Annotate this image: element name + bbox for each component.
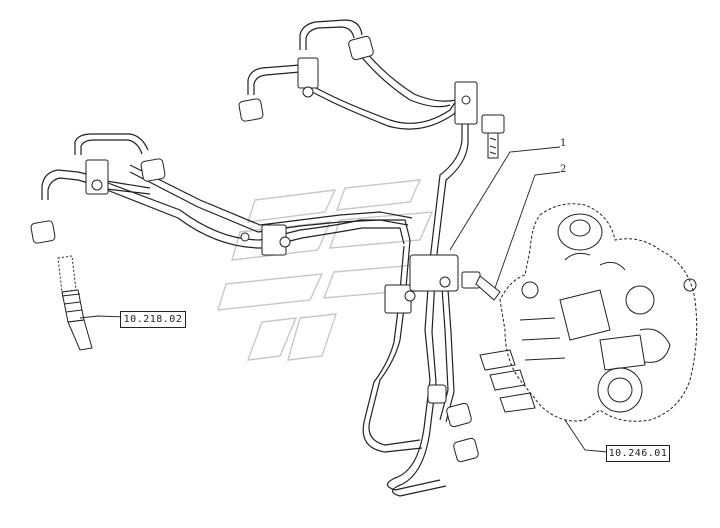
reference-box-injector[interactable]: 10.218.02 (120, 311, 186, 328)
callout-1: 1 (560, 138, 567, 149)
reference-box-pump[interactable]: 10.246.01 (606, 445, 670, 462)
callout-2: 2 (560, 164, 567, 175)
clamps (85, 57, 478, 314)
injector (57, 255, 93, 351)
watermark-logo (217, 179, 434, 361)
bolts (461, 114, 505, 301)
injection-pump (479, 203, 698, 422)
pipe-nuts (30, 35, 479, 463)
